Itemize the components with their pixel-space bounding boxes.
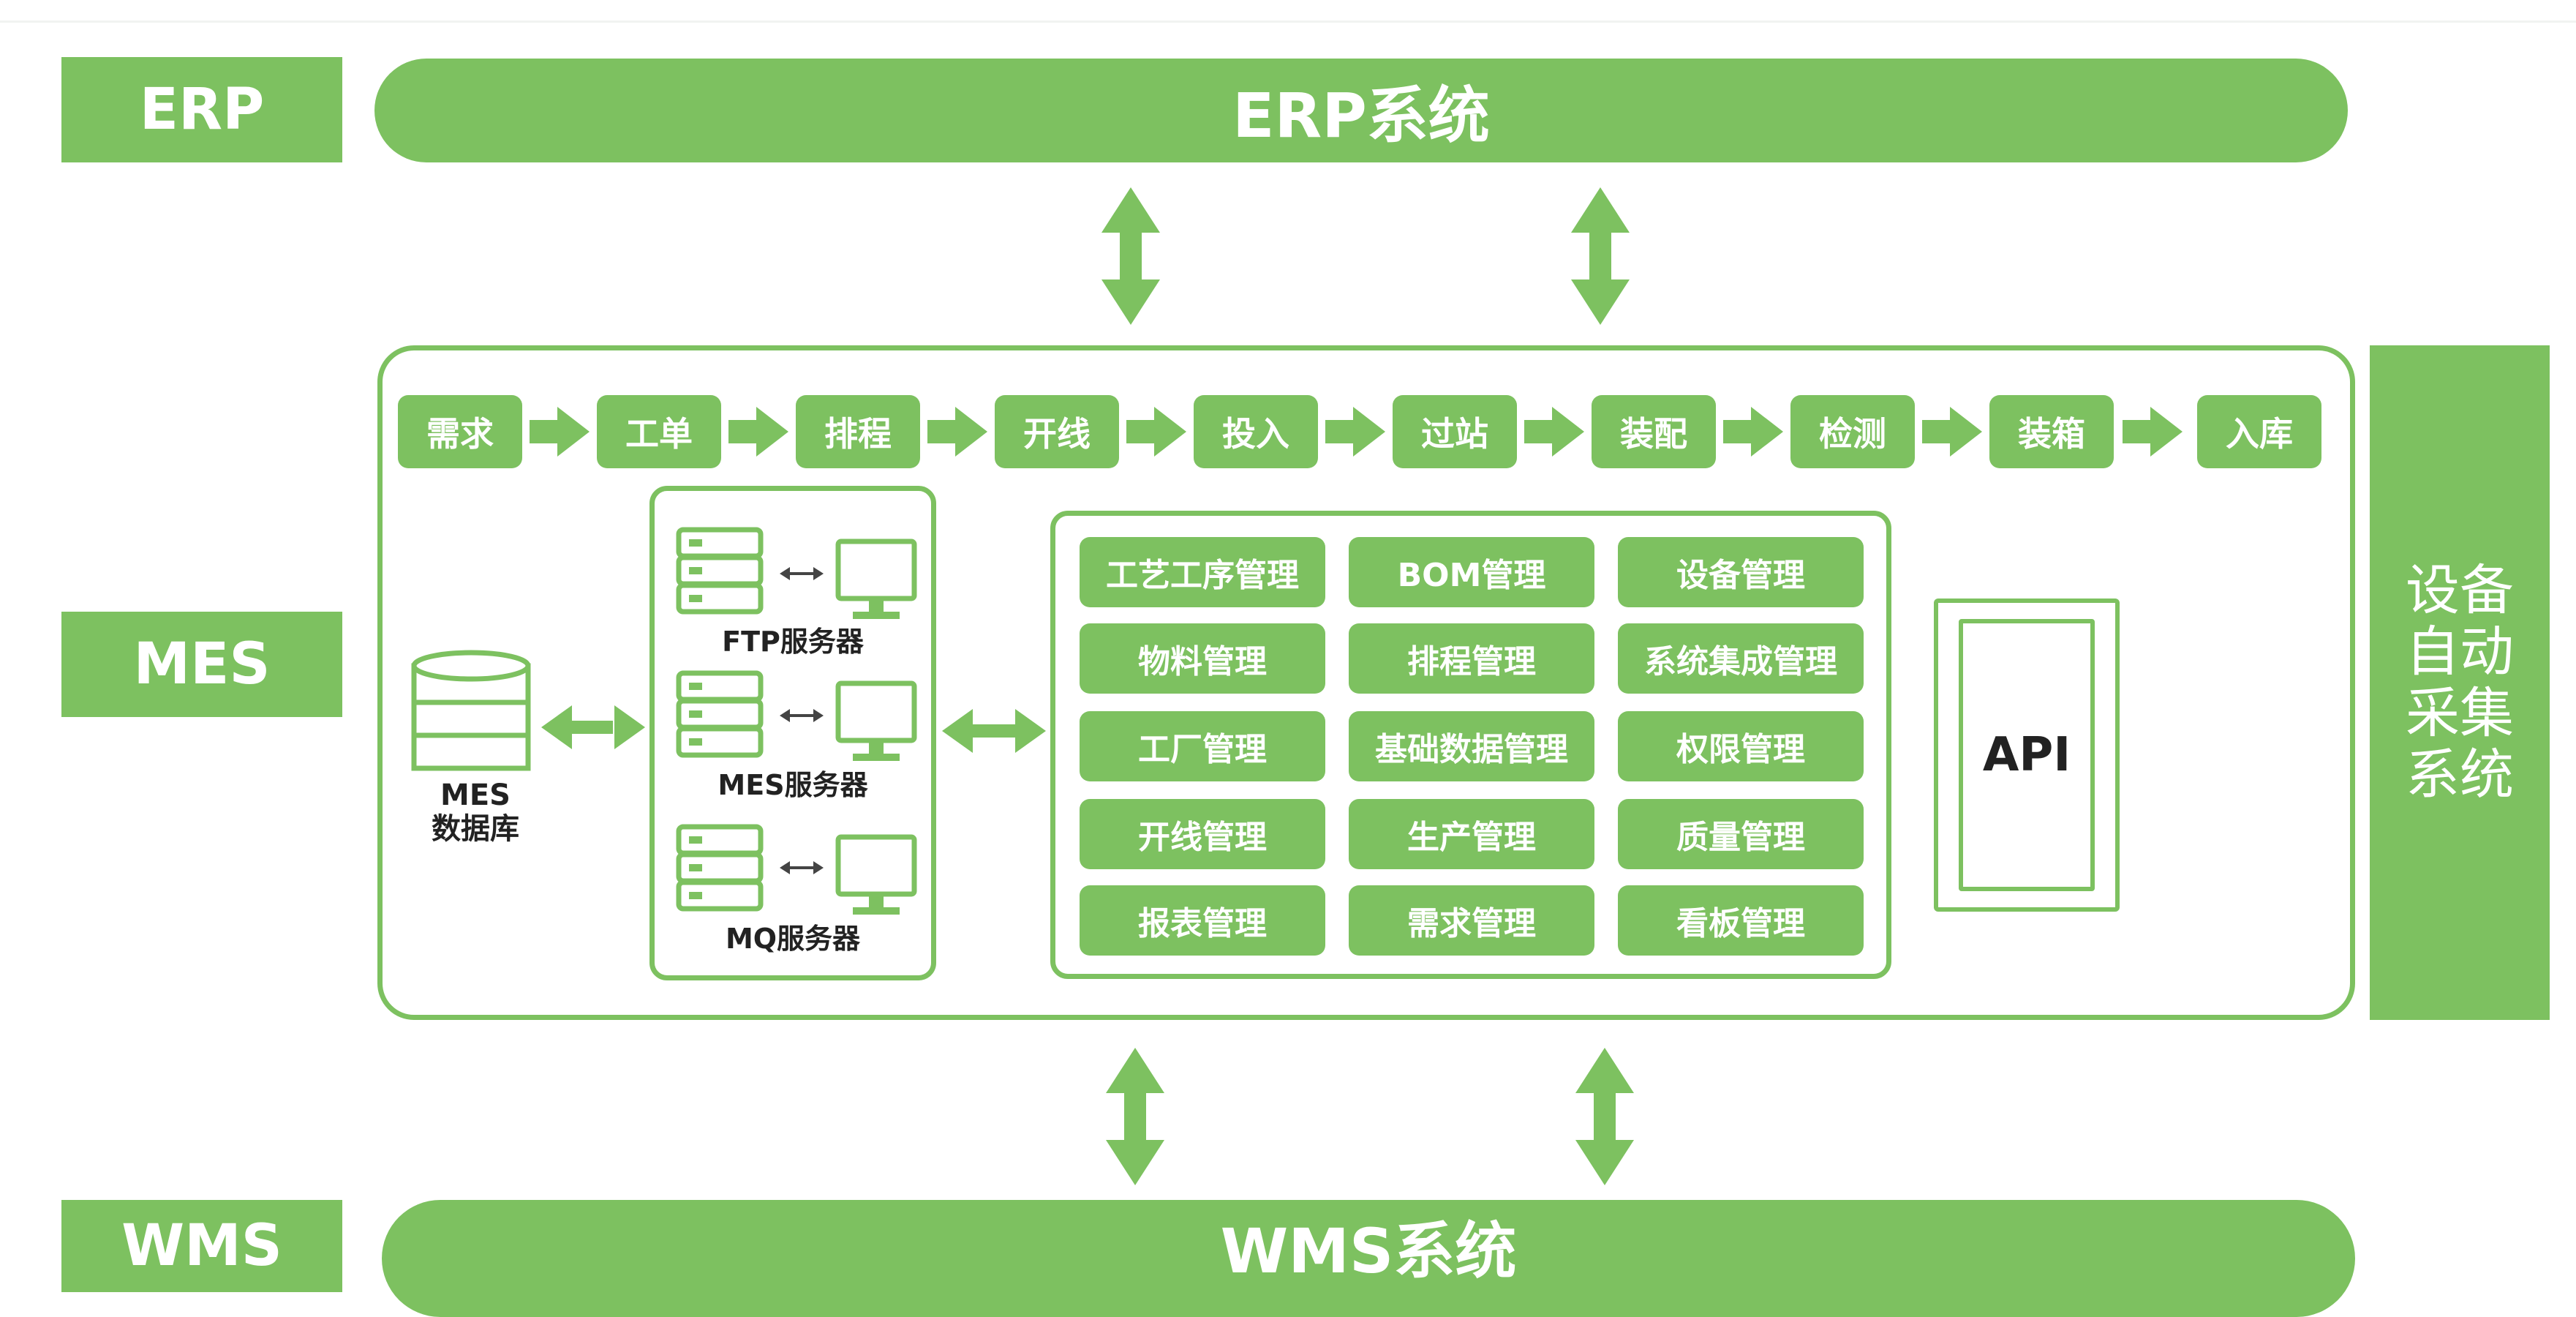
- process-step: 开线: [995, 395, 1119, 468]
- module-item: 开线管理: [1080, 799, 1325, 869]
- api-box: API: [1959, 619, 2095, 891]
- flow-arrow: [1922, 407, 1982, 457]
- ftp-link-arrow: [778, 566, 825, 582]
- module-item: 工艺工序管理: [1080, 537, 1325, 607]
- flow-arrow: [530, 407, 590, 457]
- module-item: 需求管理: [1349, 885, 1594, 956]
- wms-label: WMS: [61, 1200, 342, 1292]
- server-module-arrow: [942, 709, 1046, 753]
- ftp-monitor-icon: [838, 541, 914, 619]
- mq-monitor-icon: [838, 837, 914, 915]
- flow-arrow: [1126, 407, 1186, 457]
- mes-wms-arrow-left: [1106, 1048, 1164, 1185]
- module-group: [1050, 511, 1891, 979]
- side-system-line4: 系统: [2406, 743, 2514, 806]
- mes-monitor-icon: [838, 683, 914, 761]
- erp-mes-arrow-left: [1101, 187, 1160, 325]
- top-divider: [0, 20, 2576, 23]
- flow-arrow: [2123, 407, 2183, 457]
- ftp-server-icon: [679, 530, 761, 612]
- mes-container: [377, 345, 2355, 1020]
- mes-link-arrow: [778, 708, 825, 724]
- module-item: 物料管理: [1080, 623, 1325, 694]
- flow-arrow: [927, 407, 987, 457]
- mes-server-icon: [679, 673, 761, 755]
- erp-mes-arrow-right: [1571, 187, 1630, 325]
- db-server-arrow: [541, 705, 645, 749]
- module-item: 排程管理: [1349, 623, 1594, 694]
- module-item: 权限管理: [1618, 711, 1864, 781]
- process-step: 投入: [1194, 395, 1318, 468]
- process-step: 排程: [796, 395, 920, 468]
- flow-arrow: [728, 407, 788, 457]
- erp-label: ERP: [61, 57, 342, 162]
- database-label: MES 数据库: [395, 778, 556, 846]
- database-label-line1: MES: [440, 778, 511, 812]
- side-system-line1: 设备: [2406, 559, 2514, 622]
- side-system-line2: 自动: [2406, 620, 2514, 683]
- module-item: 看板管理: [1618, 885, 1864, 956]
- module-item: 工厂管理: [1080, 711, 1325, 781]
- module-item: 基础数据管理: [1349, 711, 1594, 781]
- module-item: BOM管理: [1349, 537, 1594, 607]
- mq-server-icon: [679, 827, 761, 909]
- process-step: 过站: [1393, 395, 1517, 468]
- ftp-server-label: FTP服务器: [722, 626, 864, 658]
- equipment-auto-collection-system: 设备 自动 采集 系统: [2370, 345, 2550, 1020]
- database-label-line2: 数据库: [432, 812, 519, 846]
- flow-arrow: [1524, 407, 1584, 457]
- server-group: [649, 486, 936, 980]
- flow-arrow: [1723, 407, 1783, 457]
- module-item: 报表管理: [1080, 885, 1325, 956]
- mq-link-arrow: [778, 860, 825, 876]
- side-system-line3: 采集: [2406, 682, 2514, 745]
- mes-wms-arrow-right: [1575, 1048, 1634, 1185]
- process-step: 需求: [398, 395, 522, 468]
- process-step: 检测: [1790, 395, 1915, 468]
- mes-server-label: MES服务器: [718, 769, 868, 801]
- flow-arrow: [1325, 407, 1385, 457]
- api-label: API: [1982, 728, 2071, 782]
- process-step: 装配: [1592, 395, 1716, 468]
- mq-server-label: MQ服务器: [725, 923, 861, 955]
- process-step: 装箱: [1989, 395, 2114, 468]
- database-icon: [411, 650, 531, 771]
- api-outer-frame: [1934, 599, 2120, 912]
- module-item: 设备管理: [1618, 537, 1864, 607]
- process-step: 工单: [597, 395, 721, 468]
- process-step: 入库: [2197, 395, 2321, 468]
- mes-label: MES: [61, 612, 342, 717]
- module-item: 生产管理: [1349, 799, 1594, 869]
- erp-system-bar: ERP系统: [374, 59, 2348, 162]
- module-item: 系统集成管理: [1618, 623, 1864, 694]
- module-item: 质量管理: [1618, 799, 1864, 869]
